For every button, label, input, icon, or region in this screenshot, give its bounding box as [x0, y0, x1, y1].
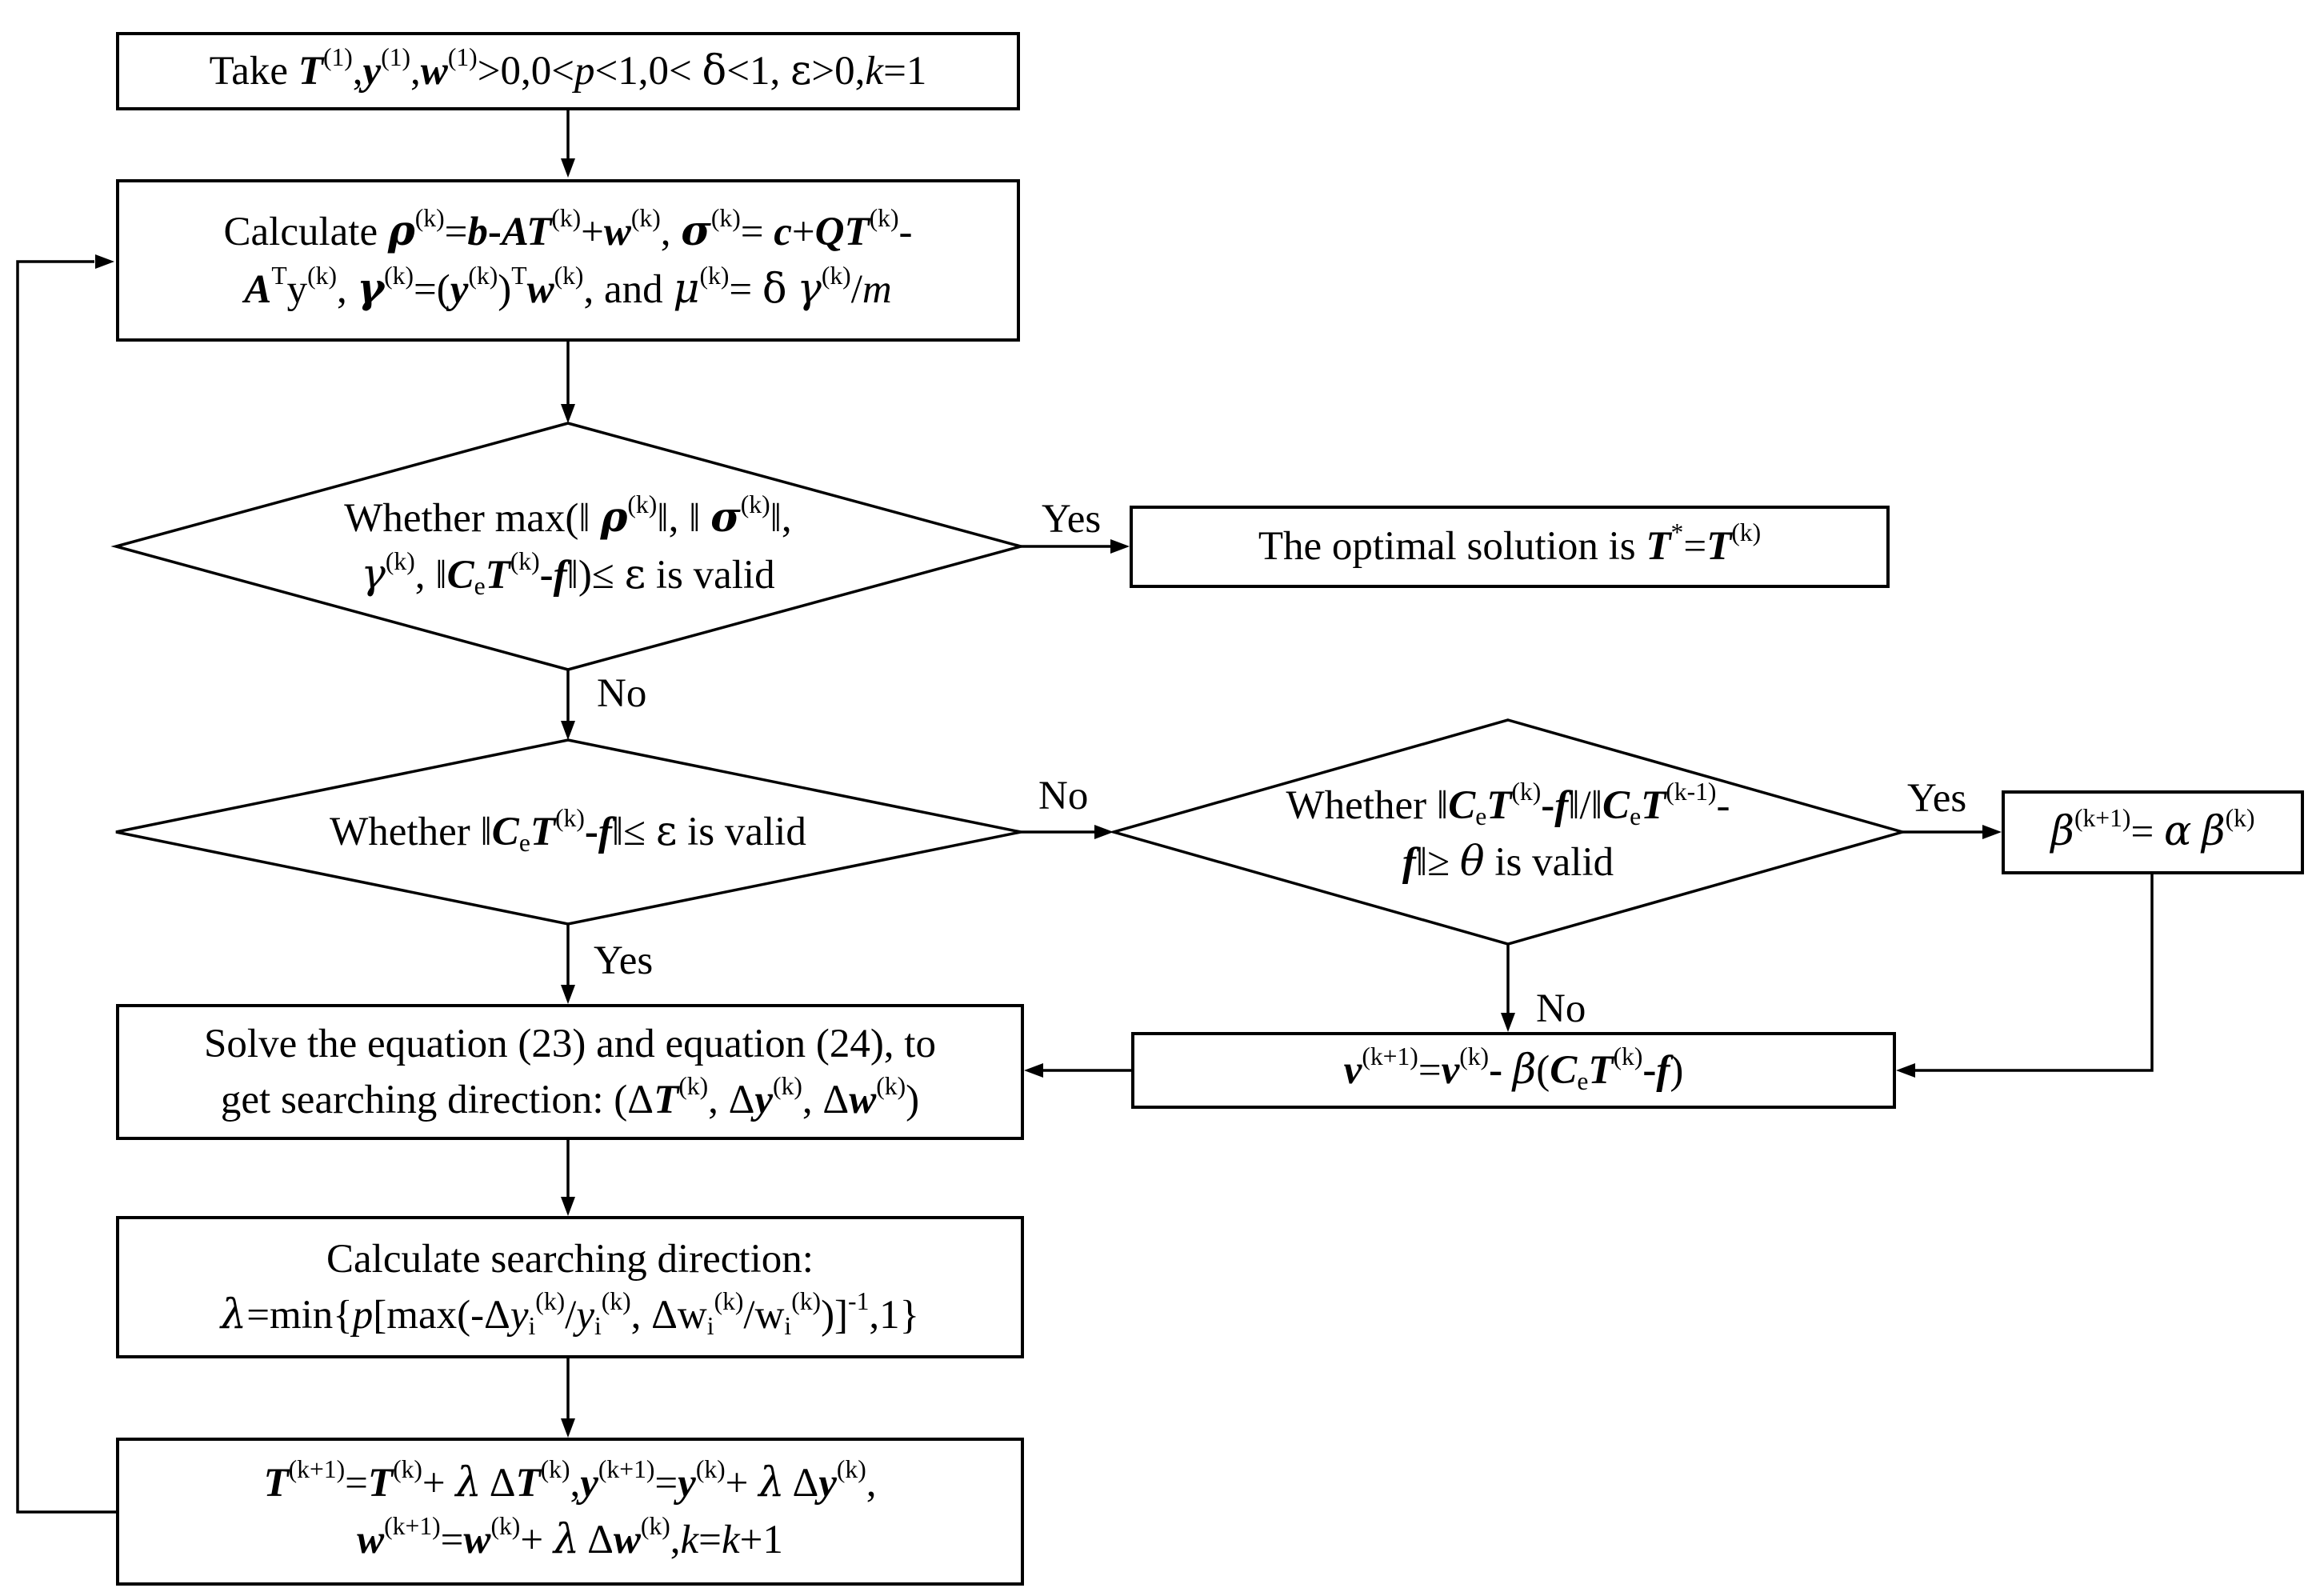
decision-constraint: Whether ‖CeT(k)-f‖≤ ε is valid [208, 788, 928, 876]
decision-ratio: Whether ‖CeT(k)-f‖/‖CeT(k-1)-f‖≥ θ is va… [1176, 778, 1840, 888]
edge-beta-to-v [1915, 874, 2154, 1072]
beta-update-box: β(k+1)= α β(k) [2002, 790, 2304, 874]
label-constraint-no: No [1038, 774, 1089, 818]
calc-residuals-box: Calculate ρ(k)=b-AT(k)+w(k), σ(k)= c+QT(… [116, 179, 1020, 342]
v-update-text: v(k+1)=v(k)- β(CeT(k)-f) [1343, 1042, 1684, 1095]
label-ratio-no: No [1536, 986, 1586, 1031]
iterate-update-text: T(k+1)=T(k)+ λ ΔT(k),y(k+1)=y(k)+ λ Δy(k… [263, 1455, 877, 1563]
label-ratio-yes: Yes [1907, 776, 1967, 821]
iterate-update-box: T(k+1)=T(k)+ λ ΔT(k),y(k+1)=y(k)+ λ Δy(k… [116, 1438, 1024, 1586]
decision-ratio-text: Whether ‖CeT(k)-f‖/‖CeT(k-1)-f‖≥ θ is va… [1286, 778, 1730, 886]
init-box: Take T(1),y(1),w(1)>0,0<p<1,0< δ<1, ε>0,… [116, 32, 1020, 110]
arrowhead [561, 985, 575, 1004]
beta-update-text: β(k+1)= α β(k) [2050, 804, 2255, 856]
calc-residuals-text: Calculate ρ(k)=b-AT(k)+w(k), σ(k)= c+QT(… [223, 204, 913, 313]
arrowhead [1982, 825, 2002, 839]
label-optimal-no: No [597, 671, 647, 716]
arrowhead [1024, 1063, 1043, 1078]
arrowhead [561, 158, 575, 178]
solve-direction-box: Solve the equation (23) and equation (24… [116, 1004, 1024, 1140]
solve-direction-text: Solve the equation (23) and equation (24… [204, 1021, 936, 1122]
arrowhead [1501, 1013, 1515, 1032]
arrowhead [1094, 825, 1114, 839]
arrowhead [1110, 539, 1130, 554]
arrowhead [95, 254, 114, 269]
step-size-box: Calculate searching direction:λ=min{p[ma… [116, 1216, 1024, 1358]
arrowhead [561, 404, 575, 423]
label-constraint-yes: Yes [594, 938, 654, 983]
arrowhead [1896, 1063, 1915, 1078]
decision-optimal: Whether max(‖ ρ(k)‖, ‖ σ(k)‖,γ(k), ‖CeT(… [200, 472, 936, 621]
label-optimal-yes: Yes [1042, 497, 1102, 542]
v-update-box: v(k+1)=v(k)- β(CeT(k)-f) [1131, 1032, 1896, 1109]
arrowhead [561, 721, 575, 740]
optimal-solution-text: The optimal solution is T*=T(k) [1258, 518, 1762, 570]
edge-loop-back [16, 260, 116, 1514]
arrowhead [561, 1418, 575, 1438]
decision-optimal-text: Whether max(‖ ρ(k)‖, ‖ σ(k)‖,γ(k), ‖CeT(… [344, 490, 792, 600]
decision-constraint-text: Whether ‖CeT(k)-f‖≤ ε is valid [330, 804, 806, 857]
arrowhead [561, 1197, 575, 1216]
step-size-text: Calculate searching direction:λ=min{p[ma… [220, 1236, 920, 1340]
optimal-solution-box: The optimal solution is T*=T(k) [1130, 506, 1890, 588]
init-text: Take T(1),y(1),w(1)>0,0<p<1,0< δ<1, ε>0,… [209, 43, 927, 94]
